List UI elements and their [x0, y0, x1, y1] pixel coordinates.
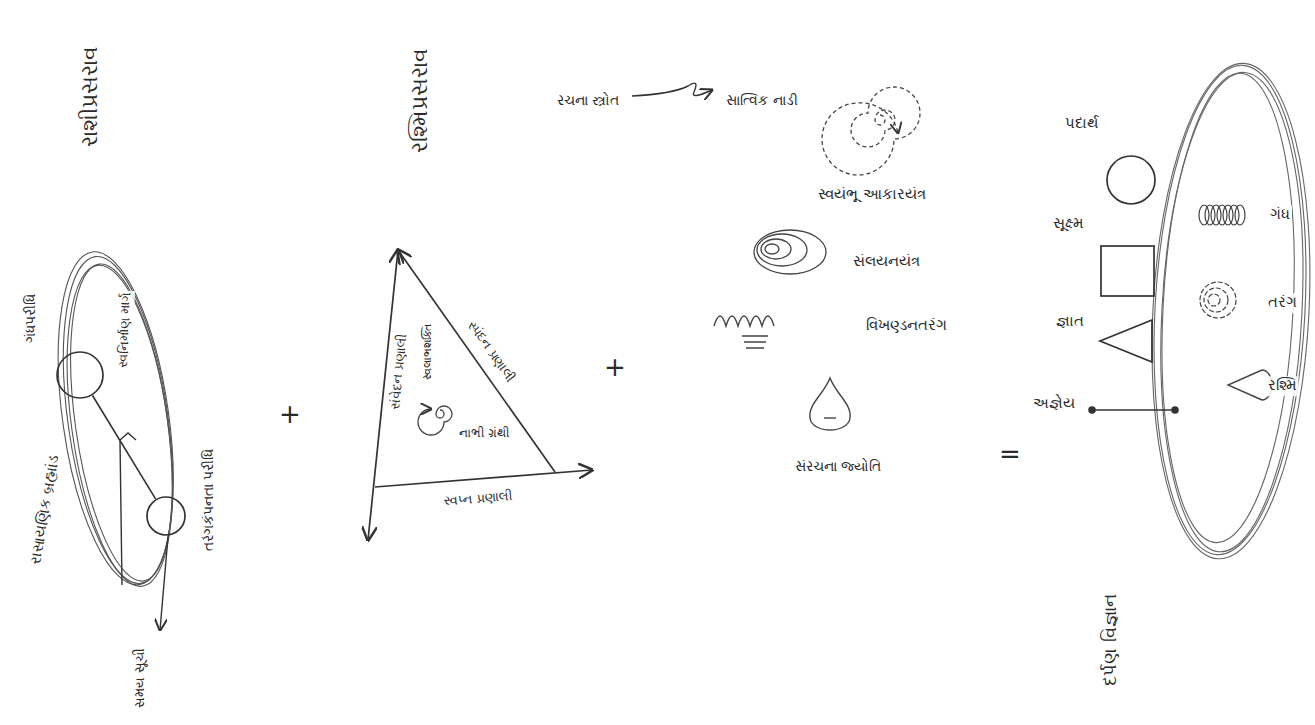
circle-node: ગંધપરીધિ: [56, 351, 104, 399]
text-label: અજ્ઞેય: [1031, 394, 1077, 414]
spiral-shape: [822, 87, 920, 175]
circle-node: તરંગકંપનતા પરીધિ: [146, 496, 186, 536]
orbit-marks: [120, 433, 168, 630]
end-dot: [1089, 407, 1095, 413]
ground-lines: [742, 336, 768, 348]
node-outline: [146, 496, 186, 536]
circle-outline: [57, 352, 103, 398]
drop: [810, 378, 850, 430]
ring: [765, 244, 779, 254]
wave-ring: [1200, 282, 1236, 318]
text-label: રાશીપ્રસરાવ: [76, 44, 105, 149]
navel-spiral: [418, 406, 452, 435]
wave-spiral: [1200, 282, 1236, 318]
coil-turn: [1235, 205, 1245, 225]
end-dot: [1172, 407, 1178, 413]
drop-mark: [824, 417, 836, 418]
coil-symbol: [1199, 205, 1245, 225]
orbit-ring: [50, 259, 190, 593]
node-label: સ્વપ્ન પ્રણાલી: [441, 488, 515, 510]
text-label: સ્વયંભૂ આકારયંત્ર: [816, 185, 928, 205]
text-label: વિખણ્ડનતરંગ: [864, 316, 949, 336]
wave-ring: [1204, 288, 1228, 312]
looped-arrow: [632, 83, 712, 96]
node-outline: [1106, 155, 1156, 205]
cosmos-orbit: [40, 245, 192, 594]
coil-turn: [1211, 205, 1221, 225]
node-label: જ્ઞાત: [1054, 312, 1086, 332]
square-outline: [1101, 246, 1154, 296]
coil-turn: [1223, 205, 1233, 225]
node-label: પદાર્થ: [1063, 114, 1101, 134]
ring: [761, 239, 791, 259]
triangle-node: સંવેદન પ્રણાલીસ્પંદન પ્રણાલીસ્વપ્ન પ્રણા…: [355, 235, 605, 555]
text-label: દર્પણ વિજ્ઞાન: [1098, 592, 1121, 688]
text-label: રશ્મિ: [1266, 376, 1299, 396]
segment: [1092, 409, 1175, 411]
ring: [1142, 61, 1315, 558]
mirror-rings: [1140, 59, 1315, 562]
source-arrow: [632, 83, 712, 96]
operator-sign: =: [997, 438, 1023, 472]
ring: [1149, 69, 1314, 556]
wave: [714, 316, 774, 326]
node-outline: [1100, 245, 1155, 297]
ring: [1140, 59, 1315, 562]
text-label: સંલયનયંત્ર: [851, 252, 922, 272]
dashed-spiral: [822, 87, 920, 175]
ring: [754, 230, 826, 274]
ring: [757, 234, 807, 266]
circle-node: પદાર્થ: [1106, 155, 1156, 205]
node-outline: [56, 351, 104, 399]
coil-turn: [1199, 205, 1209, 225]
node-label: સ્વલાભશક્તિ: [421, 322, 435, 382]
coil-turn: [1217, 205, 1227, 225]
operator-sign: +: [277, 398, 303, 432]
wave-ring: [1208, 294, 1220, 306]
circle-outline: [147, 497, 185, 535]
node-label: સંવેદન પ્રણાલી: [386, 331, 411, 412]
text-label: સાત્વિક નાડી: [724, 91, 799, 109]
text-label: રશ્મિપ્રસરાવ: [406, 46, 435, 155]
node-label: ગંધપરીધિ: [21, 292, 39, 345]
vertical-line: [120, 440, 122, 585]
text-label: સ્વનિર્માણ માર્ગ: [115, 290, 135, 370]
cone: [1228, 370, 1262, 400]
triangle-node: જ્ઞાત: [1098, 318, 1154, 364]
node-label: નાભી ગ્રંથી: [457, 426, 511, 442]
operator-sign: +: [602, 351, 628, 385]
node-label: તરંગકંપનતા પરીધિ: [199, 447, 217, 553]
circle-outline: [1107, 156, 1155, 204]
drop-shape: [810, 378, 850, 430]
triangle-side: [398, 250, 555, 472]
text-label: રાસાયણિક બ્રહ્માંડ: [25, 452, 64, 568]
triangle-outline: [1100, 320, 1152, 362]
orbit-ring: [40, 245, 192, 592]
text-label: સંરચના જ્યોતિ: [793, 457, 883, 475]
triangle-side: [375, 470, 592, 487]
connector-line: [92, 395, 155, 498]
text-label: ગંધ: [1268, 205, 1292, 225]
right-angle-mark: [120, 433, 136, 440]
text-label: તરંગ: [1266, 293, 1299, 313]
coil-turn: [1229, 205, 1239, 225]
time-arrow: [160, 537, 168, 630]
unknown-line: [1089, 407, 1178, 413]
node-outline: [1098, 318, 1154, 364]
fission-wave: [714, 316, 774, 348]
text-label: સમય સૂચી: [132, 646, 149, 710]
coil-turn: [1205, 205, 1215, 225]
square-node: સૂક્ષ્મ: [1100, 245, 1155, 297]
node-label: સૂક્ષ્મ: [1051, 214, 1086, 234]
text-label: રચના સ્ત્રોત: [555, 91, 621, 109]
fusion-rings: [754, 230, 826, 274]
